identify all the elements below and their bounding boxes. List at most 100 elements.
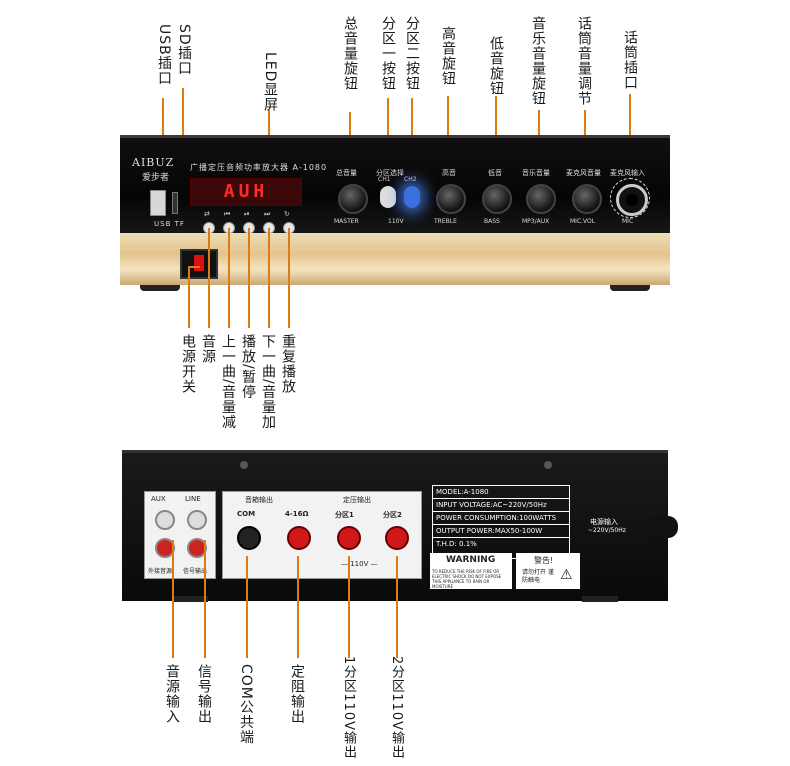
- knob-label-micvol: 麦克风音量: [566, 169, 601, 177]
- warning-sticker: WARNING TO REDUCE THE RISK OF FIRE OR EL…: [430, 553, 512, 589]
- label-com-common: COM公共端: [238, 664, 254, 745]
- leader-power-h: [188, 266, 200, 268]
- leader-prev: [228, 228, 230, 328]
- label-mic-volume: 话筒音量调节: [576, 16, 592, 106]
- label-led-display: LED显屏: [262, 52, 278, 113]
- back-body: AUX LINE 外接音源 信号输出 音箱输出 定压输出 COM 4-16Ω 分…: [122, 450, 668, 601]
- mic-volume-knob[interactable]: [572, 184, 602, 214]
- front-foot-left: [140, 285, 180, 291]
- screw: [544, 461, 552, 469]
- knob-label-master: 总音量: [336, 169, 357, 177]
- front-gold-trim: [120, 233, 670, 285]
- label-play-pause: 播放/暂停: [240, 334, 256, 400]
- zone1-button[interactable]: [380, 186, 396, 208]
- label-music-volume: 音乐音量旋钮: [530, 16, 546, 106]
- knob-label-music: 音乐音量: [522, 169, 550, 177]
- knob-sub-master: MASTER: [334, 218, 359, 225]
- knob-sub-music: MP3/AUX: [522, 218, 550, 225]
- leader-zone1-out: [348, 556, 350, 658]
- label-prev-vol-down: 上一曲/音量减: [220, 334, 236, 430]
- label-audio-in: 音源输入: [164, 664, 180, 724]
- zone-select-label: 分区选择: [376, 169, 404, 177]
- label-fixed-out: 定阻输出: [289, 664, 305, 724]
- zone1-label: 分区1: [335, 511, 354, 519]
- knob-sub-treble: TREBLE: [434, 218, 457, 225]
- control-panel: 总音量 MASTER 分区选择 CH1 CH2 110V 高音 TREBLE 低…: [326, 160, 664, 238]
- leader-play: [248, 228, 250, 328]
- power-input-voltage: ~220V/50Hz: [588, 527, 626, 534]
- const-title: 定压输出: [343, 496, 371, 504]
- usb-port[interactable]: [150, 190, 166, 216]
- warning-cn-sticker: 警告! 请勿打开 谨防触电 ⚠: [516, 553, 580, 589]
- warning-cn-text: 请勿打开 谨防触电: [522, 569, 554, 584]
- label-zone1-out: 1分区110V输出: [341, 656, 356, 759]
- model-text: 广播定压音频功率放大器 A-1080: [190, 163, 328, 172]
- knob-label-treble: 高音: [442, 169, 456, 177]
- com-terminal[interactable]: [237, 526, 261, 550]
- power-switch[interactable]: [180, 249, 218, 279]
- aux-bottom-label: 外接音源: [148, 568, 173, 575]
- leader-source: [208, 228, 210, 328]
- repeat-icon: ↻: [284, 210, 290, 218]
- music-volume-knob[interactable]: [526, 184, 556, 214]
- spec-line: MODEL:A-1080: [433, 486, 569, 499]
- v110-label: — 110V —: [341, 560, 378, 568]
- aux-r-jack[interactable]: [155, 538, 175, 558]
- label-mic-jack: 话筒插口: [622, 30, 638, 90]
- power-input-label: 电源输入: [590, 518, 618, 526]
- label-usb-slot: USB插口: [156, 24, 172, 86]
- fixed-impedance-terminal[interactable]: [287, 526, 311, 550]
- label-next-vol-up: 下一曲/音量加: [260, 334, 276, 430]
- aux-label: AUX: [151, 495, 166, 503]
- front-foot-right: [610, 285, 650, 291]
- zone-110v: 110V: [388, 218, 404, 225]
- leader-repeat: [288, 228, 290, 328]
- line-l-jack[interactable]: [187, 510, 207, 530]
- master-volume-knob[interactable]: [338, 184, 368, 214]
- back-foot: [582, 596, 618, 602]
- sd-slot[interactable]: [172, 192, 178, 214]
- zone2-button[interactable]: [404, 186, 420, 208]
- front-body: AIBUZ 爱步者 广播定压音频功率放大器 A-1080 AUH USB TF …: [120, 135, 670, 236]
- leader-signal-out: [204, 540, 206, 658]
- next-icon: ⏭: [264, 210, 271, 218]
- line-r-jack[interactable]: [187, 538, 207, 558]
- zone2-label: 分区2: [383, 511, 402, 519]
- label-bass-knob: 低音旋钮: [488, 36, 504, 96]
- label-zone2-button: 分区二按钮: [404, 16, 420, 91]
- mic-jack[interactable]: [616, 184, 648, 216]
- leader-com: [246, 556, 248, 658]
- treble-knob[interactable]: [436, 184, 466, 214]
- zone2-terminal[interactable]: [385, 526, 409, 550]
- knob-label-bass: 低音: [488, 169, 502, 177]
- mic-sub: MIC: [622, 218, 634, 225]
- label-signal-out: 信号输出: [196, 664, 212, 724]
- label-power-switch: 电源开关: [180, 334, 196, 394]
- ohm-label: 4-16Ω: [285, 510, 309, 518]
- aux-l-jack[interactable]: [155, 510, 175, 530]
- usb-tf-label: USB TF: [154, 220, 185, 228]
- com-label: COM: [237, 510, 256, 518]
- leader-next: [268, 228, 270, 328]
- warning-triangle-icon: ⚠: [560, 567, 573, 583]
- brand-logo: AIBUZ: [132, 156, 175, 169]
- spec-label: MODEL:A-1080 INPUT VOLTAGE:AC~220V/50Hz …: [432, 485, 570, 559]
- warning-cn-title: 警告!: [534, 556, 554, 565]
- source-icon: ⇄: [204, 210, 210, 218]
- amplifier-front-panel: AIBUZ 爱步者 广播定压音频功率放大器 A-1080 AUH USB TF …: [120, 135, 670, 295]
- knob-sub-micvol: MIC.VOL: [570, 218, 596, 225]
- zone1-terminal[interactable]: [337, 526, 361, 550]
- warning-text: TO REDUCE THE RISK OF FIRE OR ELECTRIC S…: [432, 569, 502, 589]
- play-pause-icon: ⏯: [244, 210, 250, 218]
- aux-line-plate: AUX LINE 外接音源 信号输出: [144, 491, 216, 579]
- label-zone2-out: 2分区110V输出: [389, 656, 404, 759]
- knob-sub-bass: BASS: [484, 218, 500, 225]
- line-bottom-label: 信号输出: [183, 568, 208, 575]
- spec-line: INPUT VOLTAGE:AC~220V/50Hz: [433, 499, 569, 512]
- label-zone1-button: 分区一按钮: [380, 16, 396, 91]
- screw: [240, 461, 248, 469]
- label-treble-knob: 高音旋钮: [440, 26, 456, 86]
- bass-knob[interactable]: [482, 184, 512, 214]
- label-source: 音源: [200, 334, 216, 364]
- mic-input-label: 麦克风输入: [610, 169, 645, 177]
